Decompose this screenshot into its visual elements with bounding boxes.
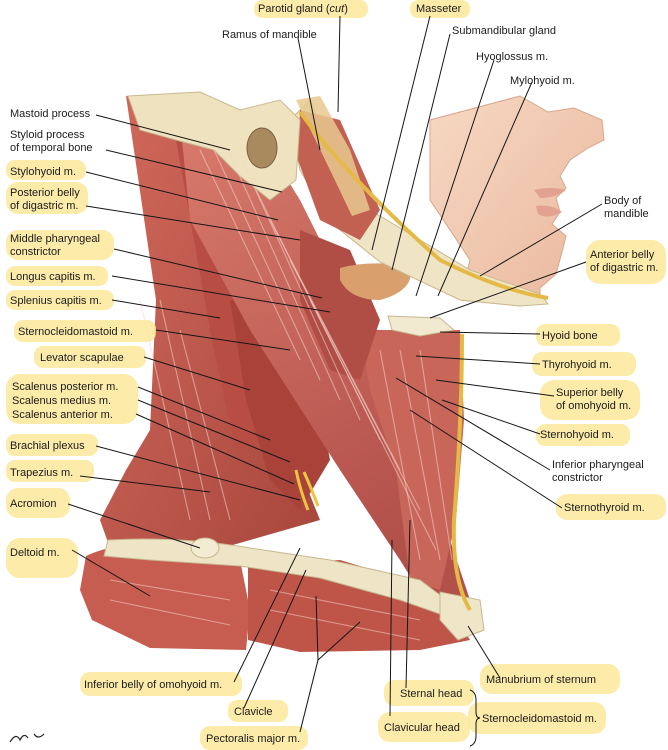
clavicle-bone	[103, 538, 453, 615]
lips	[534, 188, 566, 217]
label-sternocleidomastoid-heads: Sternocleidomastoid m.	[482, 713, 597, 725]
label-manubrium: Manubrium of sternum	[486, 674, 596, 686]
brachial-plexus-nerve	[294, 469, 320, 511]
labels: Parotid gland (cut) Masseter Ramus of ma…	[10, 3, 658, 745]
label-parotid-gland: Parotid gland (cut)	[258, 3, 348, 15]
label-masseter: Masseter	[416, 3, 462, 15]
strap-muscles	[360, 330, 464, 590]
label-highlights	[6, 0, 666, 750]
label-splenius-capitis: Splenius capitis m.	[10, 295, 102, 307]
label-acromion: Acromion	[10, 498, 56, 510]
label-submandibular-gland: Submandibular gland	[452, 25, 556, 37]
label-inferior-belly-omohyoid: Inferior belly of omohyoid m.	[84, 679, 222, 691]
label-hyoglossus: Hyoglossus m.	[476, 51, 548, 63]
deltoid-muscle	[80, 540, 250, 650]
label-brachial-plexus: Brachial plexus	[10, 440, 85, 452]
label-scalenus-anterior: Scalenus anterior m.	[12, 409, 113, 421]
label-sternothyroid: Sternothyroid m.	[564, 502, 645, 514]
label-thyrohyoid: Thyrohyoid m.	[542, 359, 612, 371]
label-stylohyoid: Stylohyoid m.	[10, 166, 76, 178]
pharyngeal-constrictors	[300, 230, 380, 380]
label-hyoid-bone: Hyoid bone	[542, 330, 598, 342]
label-scalenus-posterior: Scalenus posterior m.	[12, 381, 118, 393]
acromion-bone	[190, 537, 220, 559]
manubrium-bone	[439, 591, 485, 641]
submandibular-gland	[340, 263, 411, 300]
label-sternocleidomastoid: Sternocleidomastoid m.	[18, 326, 133, 338]
label-clavicular-head: Clavicular head	[384, 722, 460, 734]
label-deltoid: Deltoid m.	[10, 547, 60, 559]
label-levator-scapulae: Levator scapulae	[40, 352, 124, 364]
label-sternohyoid: Sternohyoid m.	[540, 429, 614, 441]
muscle-fibers	[109, 149, 453, 641]
leader-lines	[67, 15, 603, 747]
label-ramus-of-mandible: Ramus of mandible	[222, 29, 317, 41]
label-clavicle: Clavicle	[234, 706, 273, 718]
label-trapezius: Trapezius m.	[10, 467, 73, 479]
anatomy-figure	[80, 91, 605, 652]
label-sternal-head: Sternal head	[400, 688, 462, 700]
label-mylohyoid: Mylohyoid m.	[510, 75, 575, 87]
label-scalenus-medius: Scalenus medius m.	[12, 395, 111, 407]
artist-signature	[9, 733, 45, 743]
label-pectoralis-major: Pectoralis major m.	[206, 733, 300, 745]
label-longus-capitis: Longus capitis m.	[10, 271, 96, 283]
external-acoustic-meatus	[246, 127, 278, 169]
label-mastoid-process: Mastoid process	[10, 108, 91, 120]
sternocleidomastoid-muscle	[180, 120, 470, 608]
